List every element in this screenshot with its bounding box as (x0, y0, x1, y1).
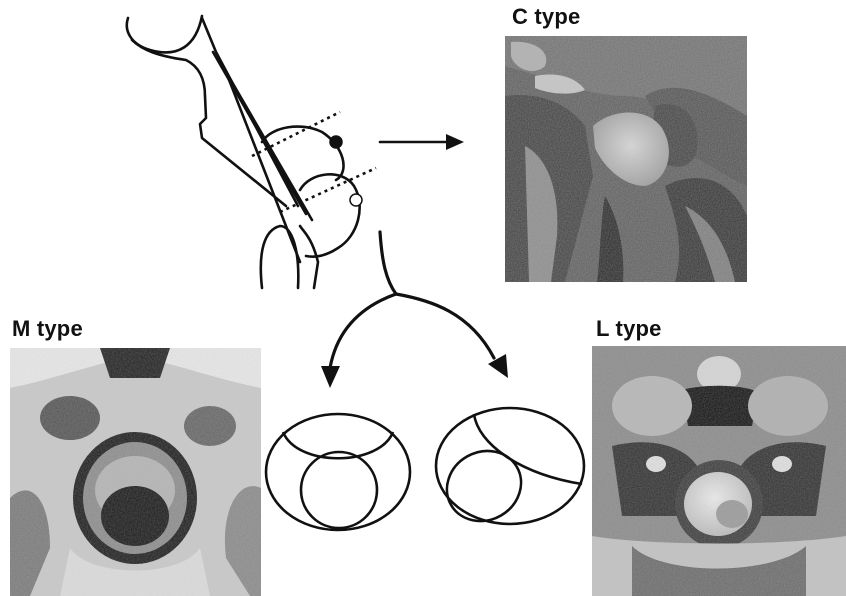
branch-right-curve (396, 294, 494, 358)
l-schema-cap (474, 414, 582, 484)
branch-left-arrow-head (321, 366, 340, 388)
l-type-mri-image (592, 346, 846, 596)
m-schema-cord (301, 452, 377, 528)
dens-outline (261, 226, 299, 288)
branch-right-arrow-head (488, 354, 508, 378)
l-schema-foramen (436, 408, 584, 524)
m-schema-foramen (266, 414, 410, 530)
m-schema-cap (283, 432, 393, 458)
clivus-outline (127, 16, 202, 52)
arrow-right-head (446, 134, 464, 150)
branch-stem (380, 232, 396, 294)
c-type-mri-image (505, 36, 747, 282)
branch-left-curve (330, 294, 396, 368)
occipital-outline (132, 40, 286, 206)
l-schema-cord (434, 438, 534, 535)
dot-marker-filled (330, 136, 342, 148)
dot-marker-open (350, 194, 362, 206)
m-type-mri-image (10, 348, 261, 596)
